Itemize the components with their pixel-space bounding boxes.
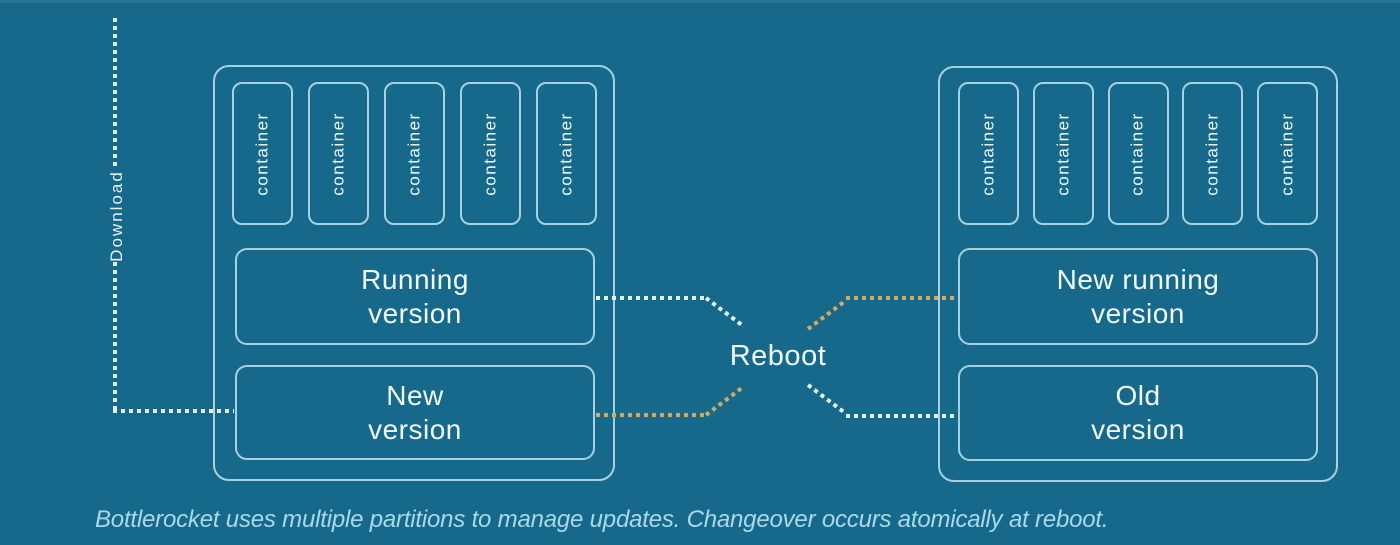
container-box: container (1257, 82, 1318, 225)
running-to-old-line-diagonal-left (704, 296, 746, 329)
download-line-top-segment (113, 18, 117, 170)
container-label: container (1128, 111, 1147, 196)
download-line-horizontal-segment (113, 409, 234, 413)
container-label: container (328, 111, 348, 196)
container-label: container (1053, 111, 1073, 196)
running-version-partition: Running version (235, 248, 595, 345)
running-to-old-line-right (846, 414, 959, 418)
container-box: container (308, 82, 369, 225)
container-label: container (480, 111, 500, 196)
running-to-old-line-left (596, 296, 708, 300)
new-to-newrunning-line-diagonal-left (704, 384, 746, 417)
download-label: Download (107, 170, 126, 262)
container-label: container (978, 111, 998, 196)
container-box: container (1182, 82, 1244, 225)
old-version-partition: Old version (958, 365, 1318, 461)
container-label: container (1277, 111, 1297, 196)
new-to-newrunning-line-left (596, 413, 708, 417)
container-box: container (1032, 82, 1094, 225)
new-to-newrunning-line-diagonal-right (806, 298, 848, 331)
new-version-partition: New version (235, 365, 595, 460)
new-running-version-partition: New running version (958, 248, 1318, 345)
container-box: container (536, 82, 597, 225)
download-line-bottom-segment (113, 262, 117, 413)
container-box: container (1107, 82, 1169, 225)
container-label: container (252, 111, 272, 196)
host-after-reboot (938, 66, 1338, 482)
container-label: container (1202, 111, 1222, 196)
container-label: container (404, 111, 424, 196)
container-box: container (958, 82, 1019, 225)
container-box: container (232, 82, 293, 225)
container-label: container (556, 111, 576, 196)
diagram-caption: Bottlerocket uses multiple partitions to… (95, 506, 1109, 533)
top-edge-highlight (0, 0, 1400, 3)
container-row-left: container container container container … (232, 82, 597, 225)
host-before-reboot (213, 65, 615, 481)
reboot-label: Reboot (729, 340, 827, 372)
container-row-right: container container container container … (958, 82, 1318, 225)
container-box: container (384, 82, 445, 225)
running-to-old-line-diagonal-right (806, 383, 848, 416)
container-box: container (460, 82, 521, 225)
new-to-newrunning-line-right (846, 296, 959, 300)
